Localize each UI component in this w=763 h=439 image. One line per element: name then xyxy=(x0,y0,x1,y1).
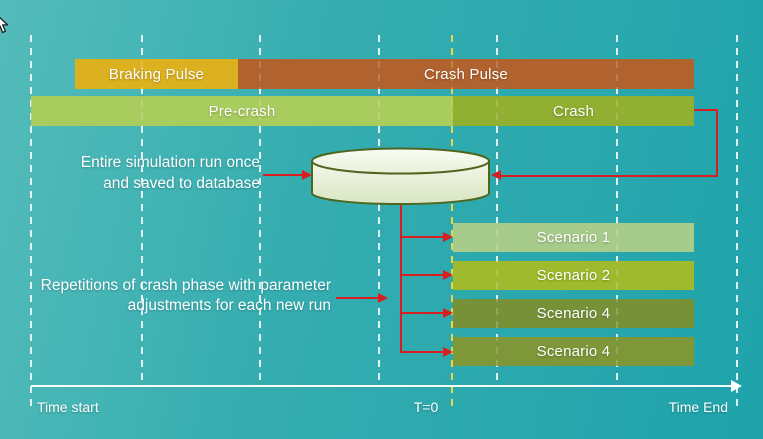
gridline-time-end xyxy=(736,35,738,412)
gridline-overlay xyxy=(496,35,498,386)
repetition-note-line2: adjustments for each new run xyxy=(127,297,331,314)
database-cylinder-icon xyxy=(311,147,490,206)
gridline-t0-overlay xyxy=(451,35,453,412)
db-note-arrow-line xyxy=(263,174,303,176)
pre-crash-bar: Pre-crash xyxy=(31,96,453,126)
scenario-3-branch xyxy=(400,312,444,314)
mouse-cursor-icon xyxy=(0,16,9,34)
scenario-1-branch xyxy=(400,236,444,238)
time-axis xyxy=(31,385,738,387)
scenario-2-branch xyxy=(400,274,444,276)
scenario-3-bar: Scenario 4 xyxy=(453,299,694,328)
gridline-t0 xyxy=(451,35,453,412)
crash-to-db-line-bottom xyxy=(500,175,718,177)
repetition-arrowhead-icon xyxy=(378,293,388,303)
database-note-line1: Entire simulation run once xyxy=(80,154,260,171)
time-end-label: Time End xyxy=(668,399,728,415)
database-note: Entire simulation run once and saved to … xyxy=(81,152,260,194)
gridline-4 xyxy=(378,35,380,386)
crash-to-db-arrowhead-icon xyxy=(491,170,501,180)
scenario-1-arrowhead-icon xyxy=(443,232,453,242)
scenario-4-arrowhead-icon xyxy=(443,347,453,357)
gridline-6 xyxy=(616,35,618,386)
crash-to-db-line-top xyxy=(694,109,718,111)
gridline-3 xyxy=(259,35,261,386)
gridline-overlay xyxy=(259,35,261,386)
gridline-overlay xyxy=(378,35,380,386)
t0-label: T=0 xyxy=(413,399,439,415)
scenario-2-arrowhead-icon xyxy=(443,270,453,280)
gridline-5 xyxy=(496,35,498,386)
scenario-2-bar: Scenario 2 xyxy=(453,261,694,290)
scenario-4-branch xyxy=(400,351,444,353)
braking-pulse-bar: Braking Pulse xyxy=(75,59,238,89)
repetition-arrow-line xyxy=(336,297,379,299)
gridline-time-start xyxy=(30,35,32,412)
scenario-1-bar: Scenario 1 xyxy=(453,223,694,252)
gridline-overlay xyxy=(30,35,32,412)
db-note-arrowhead-icon xyxy=(302,170,312,180)
crash-bar: Crash xyxy=(453,96,694,126)
repetition-note: Repetitions of crash phase with paramete… xyxy=(41,276,331,316)
db-to-scenarios-trunk xyxy=(400,203,402,353)
time-axis-arrowhead-icon xyxy=(731,380,742,392)
repetition-note-line1: Repetitions of crash phase with paramete… xyxy=(40,277,331,294)
gridline-2 xyxy=(141,35,143,386)
crash-to-db-line-vertical xyxy=(716,109,718,177)
gridline-overlay xyxy=(141,35,143,386)
gridline-overlay xyxy=(616,35,618,386)
database-note-line2: and saved to database xyxy=(103,175,260,192)
scenario-3-arrowhead-icon xyxy=(443,308,453,318)
time-start-label: Time start xyxy=(37,399,99,415)
gridline-overlay xyxy=(736,35,738,412)
crash-pulse-bar: Crash Pulse xyxy=(238,59,694,89)
scenario-4-bar: Scenario 4 xyxy=(453,337,694,366)
